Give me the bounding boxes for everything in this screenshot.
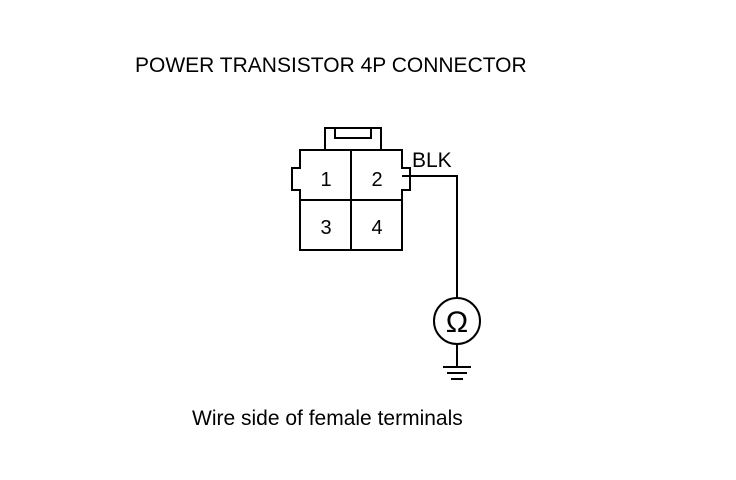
ohmmeter-symbol: Ω xyxy=(446,306,468,339)
terminal-3-label: 3 xyxy=(320,217,331,239)
connector-lock-tab-inner xyxy=(334,127,372,139)
terminal-2-label: 2 xyxy=(371,169,382,191)
terminal-4-label: 4 xyxy=(371,217,382,239)
diagram-caption: Wire side of female terminals xyxy=(192,407,463,430)
ohmmeter-icon: Ω xyxy=(433,297,481,345)
ground-icon xyxy=(443,366,471,380)
connector xyxy=(291,127,411,251)
terminal-1-label: 1 xyxy=(320,169,331,191)
wire-color-label: BLK xyxy=(412,149,452,172)
diagram-title: POWER TRANSISTOR 4P CONNECTOR xyxy=(135,54,527,77)
connector-housing xyxy=(291,149,411,251)
wire-blk xyxy=(402,175,458,298)
